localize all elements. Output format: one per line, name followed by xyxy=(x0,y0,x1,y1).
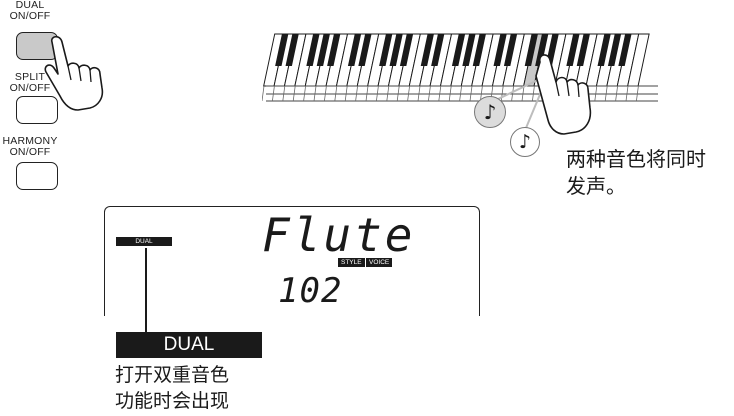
black-key xyxy=(399,34,414,66)
black-key xyxy=(379,34,393,66)
black-key xyxy=(566,34,580,66)
black-key xyxy=(358,34,372,66)
dual-badge: DUAL xyxy=(116,332,262,358)
key-front-edge xyxy=(344,85,348,102)
hand-on-keys-icon xyxy=(535,54,592,135)
key-front-edge xyxy=(386,85,390,102)
key-front-edge xyxy=(428,85,431,102)
key-front-edge xyxy=(438,85,442,102)
harmony-on-off-button[interactable] xyxy=(16,162,58,190)
black-key xyxy=(597,34,611,66)
eighth-note-icon: ♪ xyxy=(474,96,506,128)
style-indicator: STYLE xyxy=(338,258,365,267)
black-key xyxy=(327,34,341,66)
key-front-edge xyxy=(407,85,410,102)
black-key xyxy=(431,34,445,66)
black-key xyxy=(451,34,466,66)
key-front-edge xyxy=(262,85,265,102)
black-key xyxy=(607,34,622,66)
key-front-edge xyxy=(500,85,504,102)
key-front-edge xyxy=(417,85,421,102)
voice-indicator: VOICE xyxy=(366,258,393,267)
key-front-edge xyxy=(625,85,629,102)
black-key xyxy=(618,34,632,66)
lcd-display xyxy=(104,206,480,316)
black-key xyxy=(389,34,403,66)
key-front-edge xyxy=(303,85,306,102)
key-front-edge xyxy=(521,85,525,102)
key-front-edge xyxy=(334,85,338,102)
key-front-edge xyxy=(324,85,327,102)
black-key xyxy=(462,34,476,66)
black-key xyxy=(576,34,590,66)
key-front-edge xyxy=(532,85,535,102)
key-front-edge xyxy=(396,85,400,102)
black-key xyxy=(503,34,518,66)
key-front-edge xyxy=(594,85,598,102)
key-front-edge xyxy=(282,85,286,102)
key-front-edge xyxy=(355,85,358,102)
voice-name-display: Flute xyxy=(262,208,416,262)
key-front-edge xyxy=(292,85,296,102)
black-key xyxy=(275,34,289,66)
dual-indicator: DUAL xyxy=(116,237,172,246)
split-on-off-button[interactable] xyxy=(16,96,58,124)
black-key xyxy=(285,34,299,66)
pressing-hand-icon xyxy=(44,36,104,111)
key-front-edge xyxy=(459,85,462,102)
key-front-edge xyxy=(604,85,608,102)
black-key xyxy=(535,34,549,66)
key-front-edge xyxy=(272,85,275,102)
split-button-label: SPLIT ON/OFF xyxy=(9,71,51,94)
key-front-edge xyxy=(313,85,317,102)
black-key xyxy=(524,34,538,66)
keyboard-illustration xyxy=(262,33,658,102)
key-front-edge xyxy=(448,85,452,102)
dual-button-label: DUAL ON/OFF xyxy=(9,0,51,22)
keyboard-caption: 两种音色将同时 发声。 xyxy=(566,147,706,198)
key-front-edge xyxy=(615,85,618,102)
dual-on-off-button[interactable] xyxy=(16,32,58,60)
key-front-edge xyxy=(365,85,369,102)
key-front-edge xyxy=(636,85,639,102)
black-key xyxy=(316,34,330,66)
key-front-edge xyxy=(376,85,379,102)
dual-callout-caption: 打开双重音色 功能时会出现 xyxy=(115,364,230,412)
black-key xyxy=(493,34,507,66)
key-front-edge xyxy=(469,85,473,102)
black-key xyxy=(347,34,362,66)
black-key xyxy=(420,34,434,66)
callout-line xyxy=(145,248,147,334)
key-front-edge xyxy=(511,85,514,102)
voice-number-display: 102 xyxy=(278,271,343,311)
harmony-button-label: HARMONY ON/OFF xyxy=(2,135,58,158)
black-key xyxy=(472,34,486,66)
black-key xyxy=(306,34,320,66)
eighth-note-icon: ♪ xyxy=(510,127,540,157)
